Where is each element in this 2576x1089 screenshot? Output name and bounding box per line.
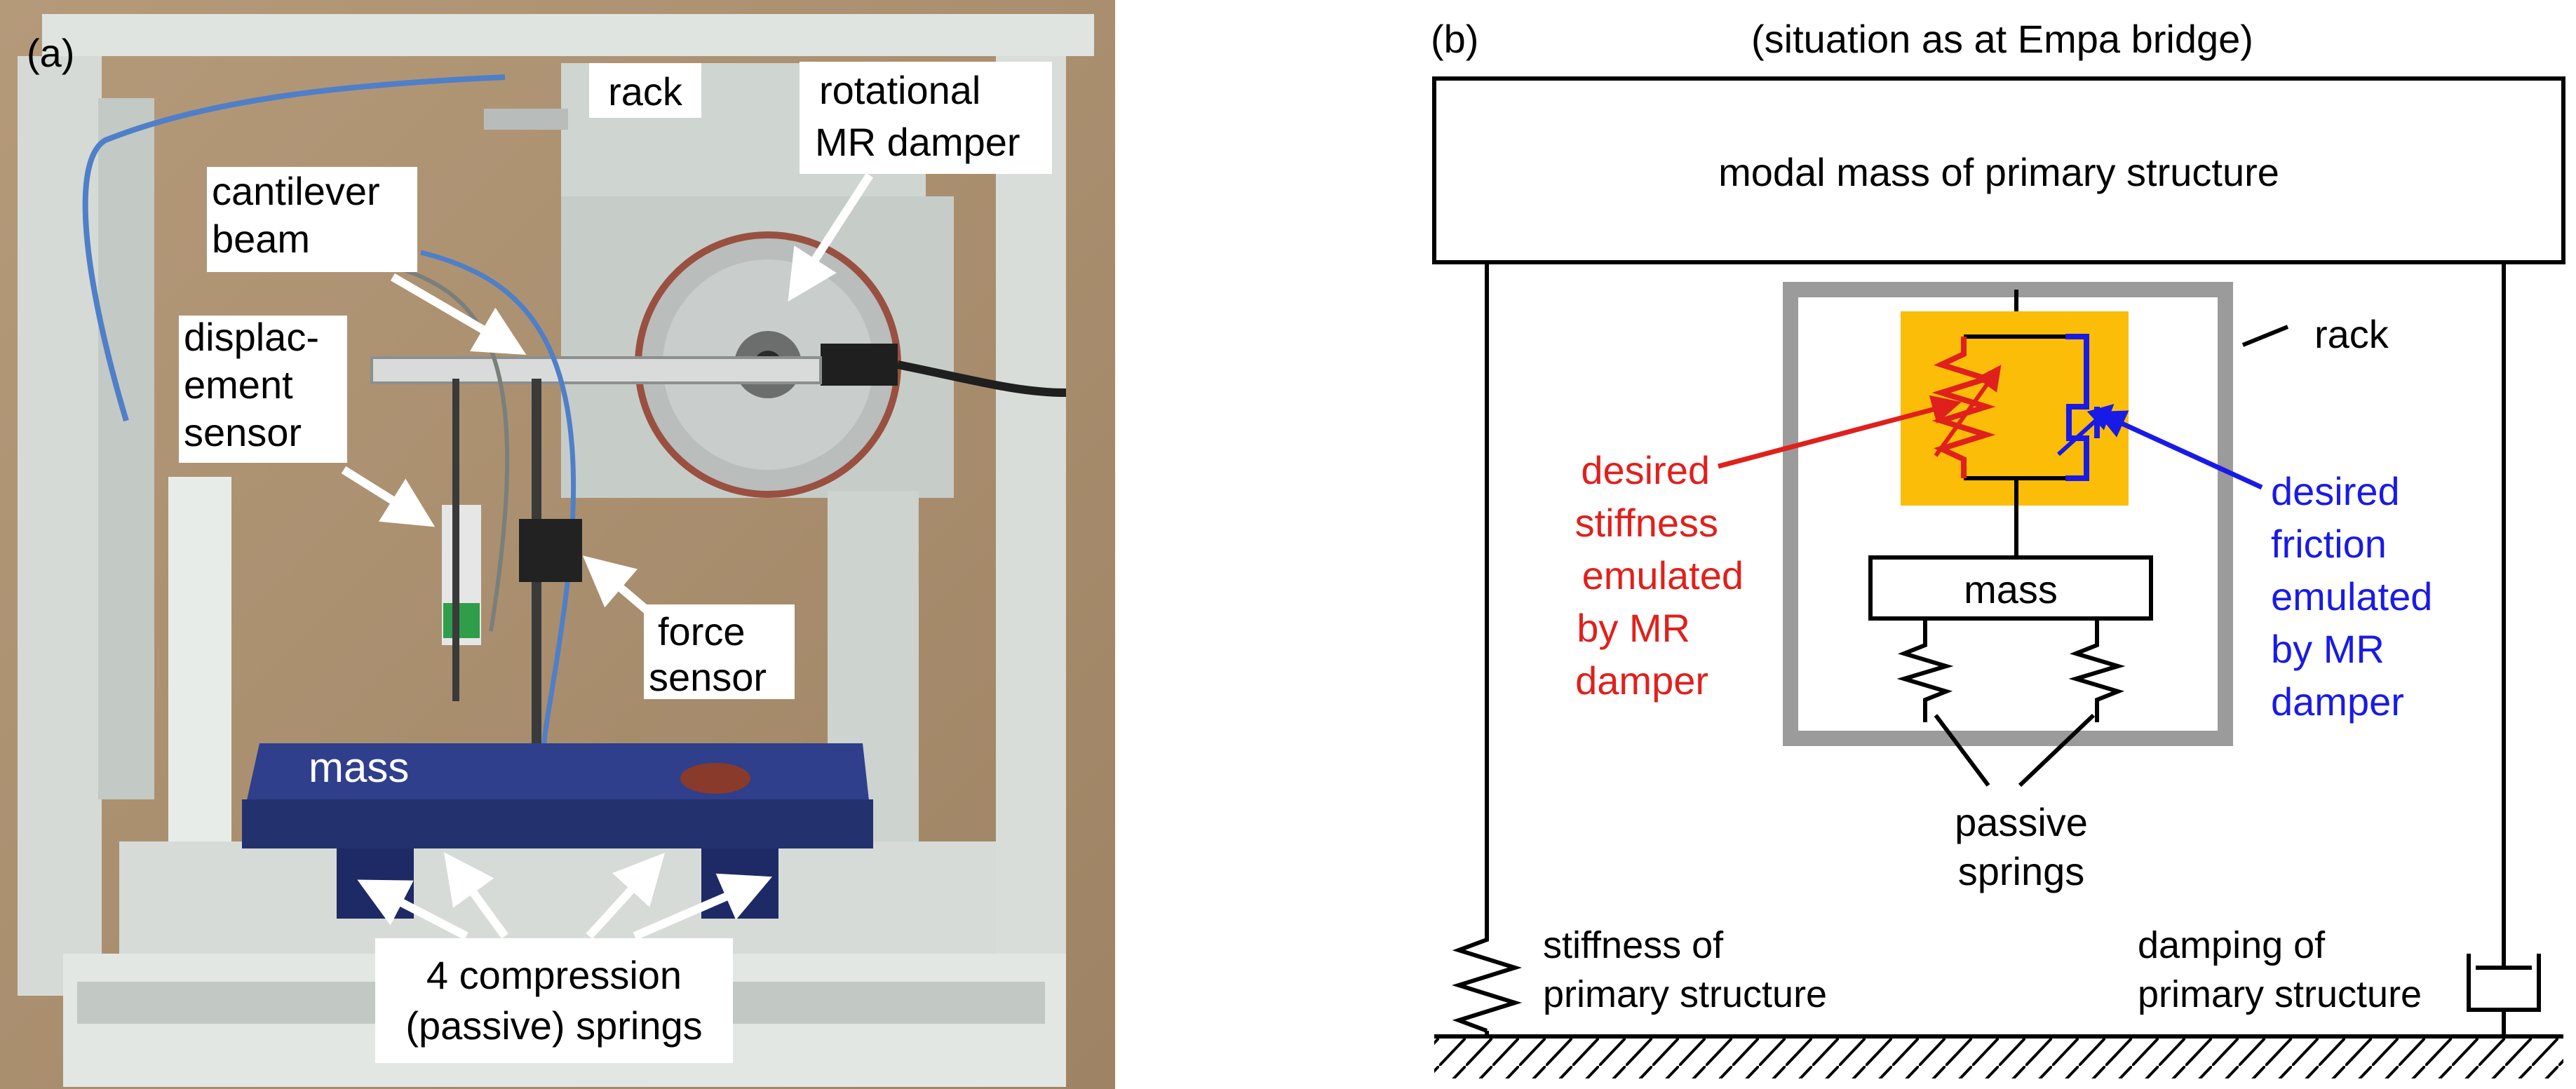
primary-stiffness-spring: [1451, 919, 1523, 1033]
force-label-line-1: force: [658, 609, 746, 654]
displacement-label-line-3: sensor: [184, 410, 302, 454]
passive-spring-right: [2068, 618, 2126, 722]
cantilever-beam-bar: [370, 356, 822, 384]
stiffness-line-3: emulated: [1582, 553, 1744, 597]
damper-label-line-1: rotational: [819, 68, 980, 112]
rack-top-bar: [42, 14, 1094, 56]
springs-label-line-1: 4 compression: [426, 953, 682, 997]
mass-plate-mark: [680, 763, 750, 794]
springs-arrow-2: [443, 852, 508, 939]
stiffness-line-5: damper: [1575, 658, 1708, 703]
displacement-label-line-2: ement: [184, 363, 293, 407]
panel-b-tag: (b): [1431, 17, 1478, 61]
spring-1: [337, 848, 414, 919]
springs-arrow-1: [357, 879, 468, 940]
side-bracket: [168, 477, 231, 841]
friction-line-5: damper: [2271, 679, 2404, 724]
modal-mass-box: [1432, 76, 2565, 264]
rack-label: rack: [608, 69, 683, 114]
sensor-cable-blue-2: [420, 250, 576, 759]
force-sensor-body: [519, 519, 582, 582]
primary-stiffness-label-2: primary structure: [1543, 973, 1827, 1015]
cantilever-label-line-2: beam: [212, 217, 310, 261]
inner-mass-box: [1868, 555, 2153, 621]
damper-sensor-block: [821, 344, 898, 386]
displacement-sensor-green: [443, 603, 480, 638]
displacement-label-line-1: displac-: [184, 315, 319, 359]
force-arrow: [582, 555, 654, 617]
panel-b-title: (situation as at Empa bridge): [1751, 17, 2253, 61]
mass-label: mass: [309, 744, 409, 791]
primary-stiffness-label-1: stiffness of: [1543, 924, 1724, 966]
stiffness-line-4: by MR: [1577, 606, 1690, 650]
passive-springs-label-2: springs: [1958, 849, 2085, 893]
panel-a: (a) rack rotational MR damper cantilever…: [0, 0, 1115, 1089]
panel-a-tag: (a): [27, 31, 74, 75]
passive-leader-left: [1934, 714, 1990, 787]
rack-left-post-inner: [98, 98, 154, 799]
friction-line-4: by MR: [2271, 627, 2385, 671]
spring-2: [701, 848, 778, 919]
stiffness-pointer: [1718, 395, 1962, 469]
friction-element: [2065, 334, 2089, 481]
displacement-arrow: [341, 466, 436, 527]
rack-label-bg: [589, 63, 701, 118]
force-label-line-2: sensor: [649, 655, 767, 699]
springs-arrow-3: [586, 853, 666, 940]
sensor-cable-grey: [392, 264, 510, 632]
rack-shelf: [119, 841, 996, 954]
rack-frame: [1783, 282, 2233, 746]
variable-stiffness-spring: [1931, 337, 1996, 478]
mass-plate-edge: [242, 799, 873, 848]
rack-right-post: [996, 56, 1066, 996]
springs-label-line-2: (passive) springs: [405, 1003, 702, 1048]
passive-spring-left: [1896, 618, 1954, 722]
friction-line-1: desired: [2271, 469, 2400, 513]
rack-leader: [2241, 325, 2289, 347]
cantilever-label-bg: [207, 167, 417, 272]
damper-label-line-2: MR damper: [815, 120, 1020, 164]
passive-leader-right: [2018, 713, 2096, 787]
primary-damping-label-2: primary structure: [2138, 973, 2422, 1015]
modal-mass-label: modal mass of primary structure: [1718, 150, 2279, 194]
desired-stiffness-text: desired stiffness emulated by MR damper: [1575, 448, 1744, 703]
desired-friction-text: desired friction emulated by MR damper: [2271, 469, 2432, 724]
springs-arrow-4: [633, 873, 773, 940]
friction-pointer: [2096, 410, 2263, 490]
sensor-cable-blue: [82, 74, 506, 422]
stiffness-line-1: desired: [1581, 448, 1710, 492]
rack-label-b: rack: [2314, 312, 2389, 356]
panel-b: (b) (situation as at Empa bridge) modal …: [1431, 17, 2565, 1078]
force-label-bg: [644, 604, 795, 699]
damper-label-bg: [800, 62, 1052, 174]
ground-hatch: [1434, 1036, 2563, 1078]
passive-springs-label-1: passive: [1955, 800, 2088, 844]
variable-stiffness-arrow: [1934, 365, 2002, 457]
rack-left-post: [18, 56, 102, 996]
inner-mass-label: mass: [1964, 567, 2058, 611]
friction-line-2: friction: [2271, 522, 2387, 566]
displacement-label-bg: [179, 316, 347, 463]
friction-line-3: emulated: [2271, 574, 2432, 618]
rack-sensor-small: [484, 109, 568, 130]
stiffness-line-2: stiffness: [1575, 501, 1718, 545]
springs-label-bg: [375, 938, 733, 1063]
cantilever-arrow: [390, 273, 527, 356]
damper-arrow: [788, 173, 874, 302]
cantilever-label-line-1: cantilever: [212, 169, 380, 213]
damper-cable: [896, 360, 1067, 397]
primary-damping-label-1: damping of: [2138, 924, 2326, 966]
